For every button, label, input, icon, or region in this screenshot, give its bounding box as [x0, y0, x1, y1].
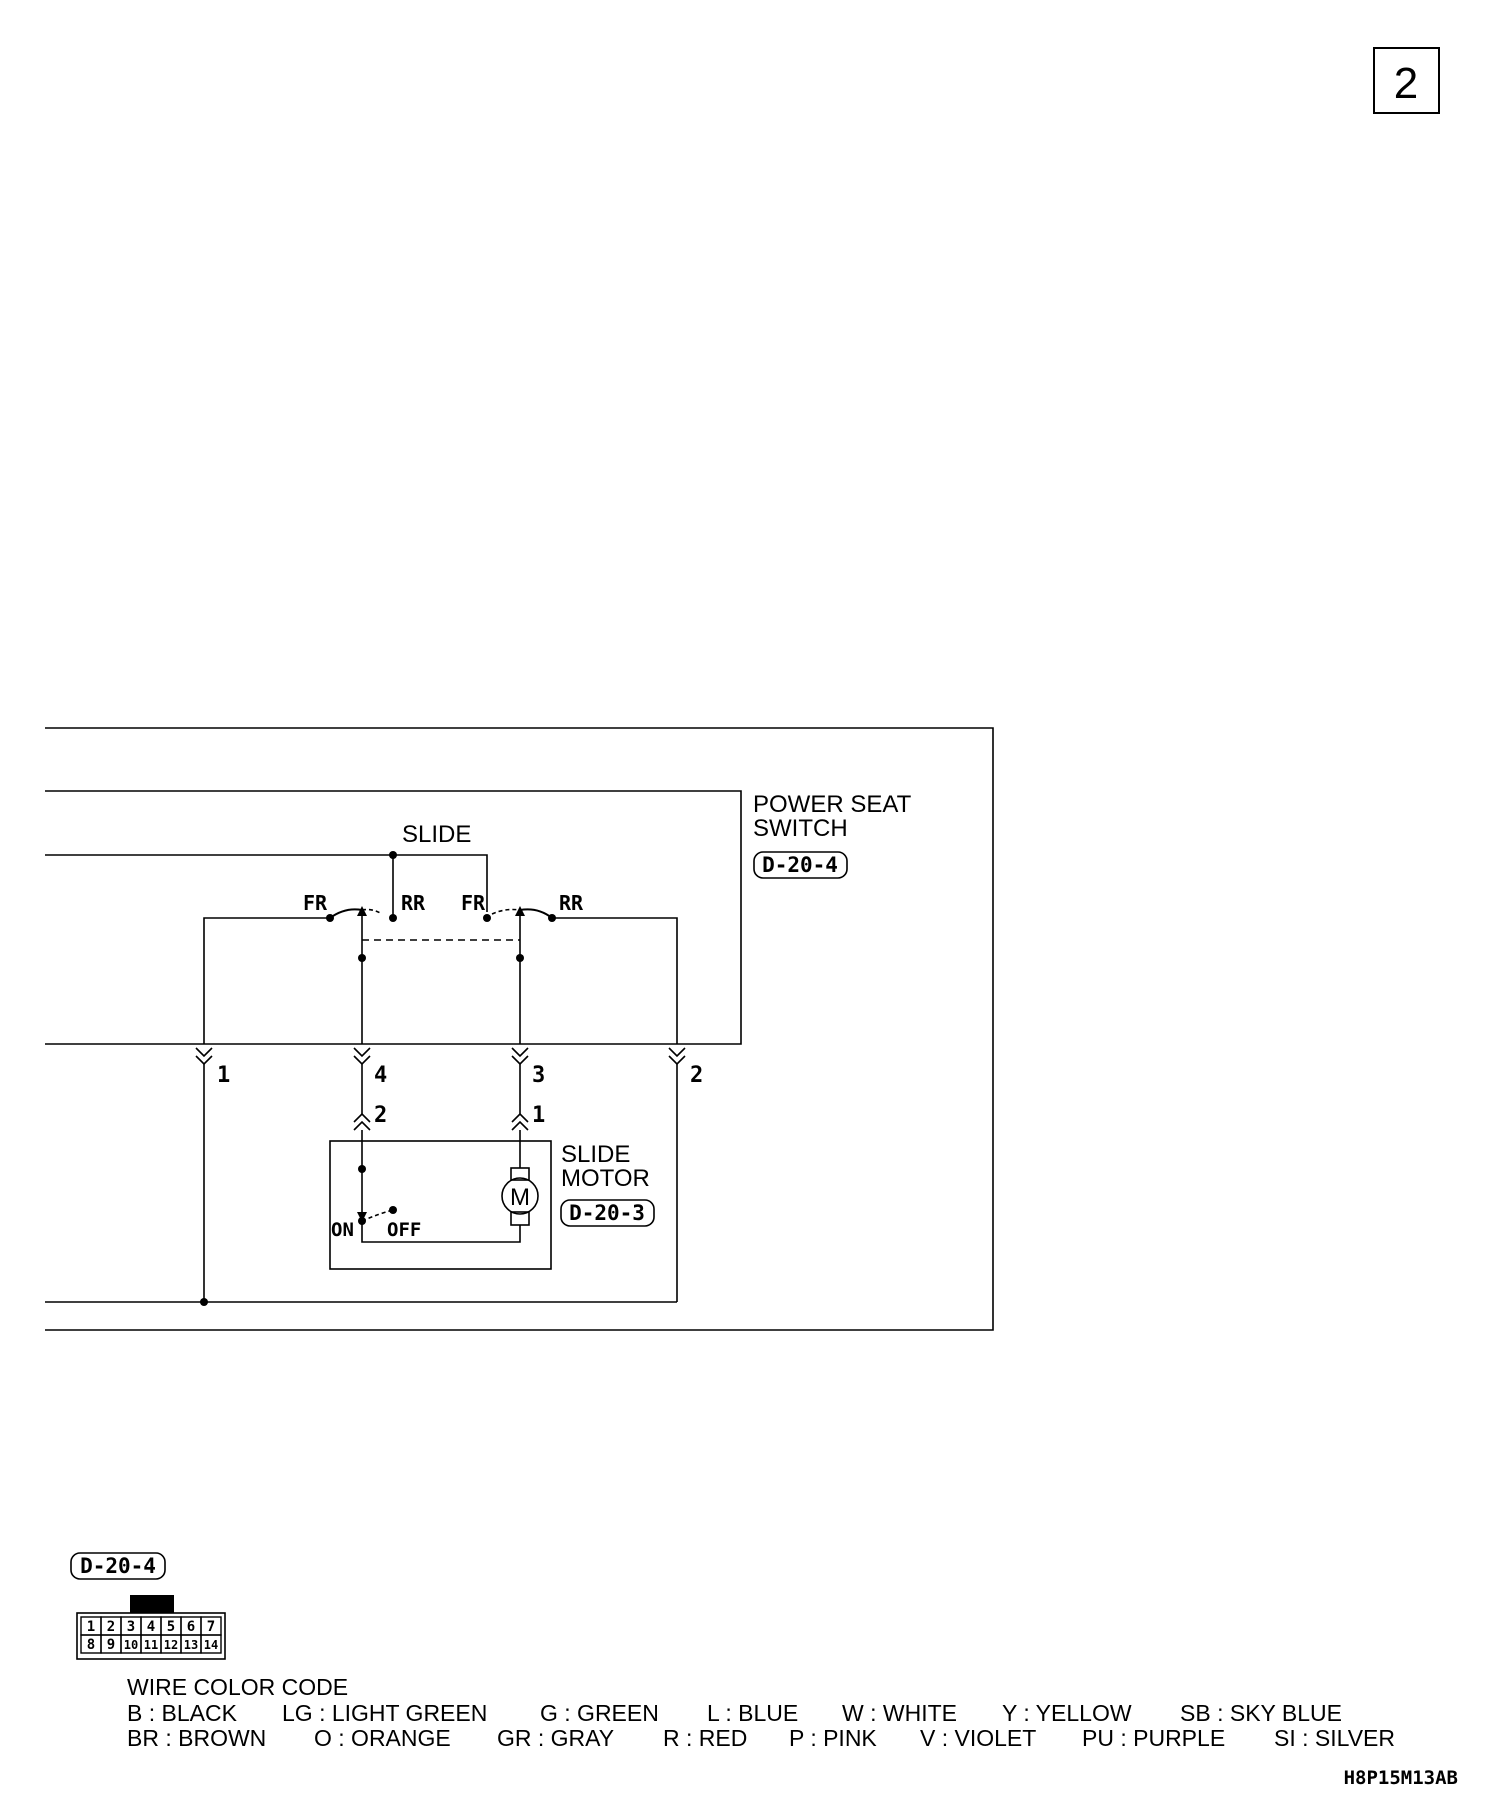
- wire-color-code-title: WIRE COLOR CODE: [127, 1674, 348, 1700]
- wire-color-row1-item2: LG : LIGHT GREEN: [282, 1700, 487, 1726]
- slide-motor-connector: D-20-3: [569, 1201, 645, 1225]
- connector-view-label: D-20-4: [80, 1554, 156, 1578]
- wire-color-row2-item7: PU : PURPLE: [1082, 1725, 1225, 1751]
- slide-motor-title-1: SLIDE: [561, 1141, 630, 1168]
- limit-switch-off-contact: [389, 1206, 397, 1214]
- switch-pin-3: 3: [532, 1063, 545, 1088]
- power-seat-switch-title-1: POWER SEAT: [753, 791, 912, 818]
- switch-pin-2: 2: [690, 1063, 703, 1088]
- page-number: 2: [1394, 59, 1418, 108]
- slide-motor-title-2: MOTOR: [561, 1165, 650, 1192]
- wire-color-row1-item6: Y : YELLOW: [1002, 1700, 1132, 1726]
- wire-color-row2-item8: SI : SILVER: [1274, 1725, 1395, 1751]
- connector-pin-cell: [200, 1634, 222, 1654]
- motor-connector-arrows: [353, 1112, 529, 1131]
- junction-dot: [358, 954, 366, 962]
- connector-pin-number: 13: [184, 1638, 198, 1652]
- connector-pin-number: 2: [107, 1619, 115, 1635]
- wire-color-code-legend: WIRE COLOR CODE B : BLACK LG : LIGHT GRE…: [127, 1674, 1395, 1751]
- power-seat-switch-title-2: SWITCH: [753, 815, 848, 842]
- rr-left-label: RR: [401, 891, 426, 915]
- power-seat-switch-connector-tag: D-20-4: [753, 851, 848, 879]
- wire-color-row2-item3: GR : GRAY: [497, 1725, 614, 1751]
- connector-pin-number: 1: [87, 1619, 95, 1635]
- power-seat-switch-connector: D-20-4: [762, 853, 838, 877]
- switch-pin-4: 4: [374, 1063, 387, 1088]
- connector-pin-number: 12: [164, 1638, 178, 1652]
- power-seat-switch-box: [45, 790, 742, 1045]
- diagram-frame: [45, 727, 994, 1331]
- rr-right-label: RR: [559, 891, 584, 915]
- connector-pin-number: 6: [187, 1619, 195, 1635]
- slide-switch-left: [203, 906, 397, 1044]
- connector-pin-number: 11: [144, 1638, 158, 1652]
- wire-color-row2-item4: R : RED: [663, 1725, 747, 1751]
- wire-color-row2-item1: BR : BROWN: [127, 1725, 266, 1751]
- off-label: OFF: [387, 1219, 421, 1241]
- wire-color-row1-item7: SB : SKY BLUE: [1180, 1700, 1342, 1726]
- connector-pin-number: 9: [107, 1637, 115, 1653]
- connector-pin-number: 4: [147, 1619, 155, 1635]
- switch-pin-1: 1: [217, 1063, 230, 1088]
- wire-color-row2-item5: P : PINK: [789, 1725, 877, 1751]
- motor-return-wire: [361, 1221, 521, 1243]
- wire-color-row2-item6: V : VIOLET: [920, 1725, 1036, 1751]
- slide-power-wire: [45, 854, 488, 912]
- wire-color-row1-item3: G : GREEN: [540, 1700, 659, 1726]
- motor-symbol: M: [510, 1184, 530, 1211]
- motor-icon: M: [501, 1167, 539, 1226]
- junction-dot: [200, 1298, 208, 1306]
- fr-right-label: FR: [461, 891, 486, 915]
- slide-motor-connector-tag: D-20-3: [560, 1199, 655, 1227]
- slide-motor-box: [329, 1140, 552, 1270]
- connector-pin-number: 14: [204, 1638, 218, 1652]
- fr-left-label: FR: [303, 891, 328, 915]
- page-number-box: 2: [1373, 47, 1440, 114]
- wire-color-row2-item2: O : ORANGE: [314, 1725, 451, 1751]
- connector-pin-number: 7: [207, 1619, 215, 1635]
- connector-pin-number: 5: [167, 1619, 175, 1635]
- limit-switch-link: [361, 1209, 394, 1222]
- connector-pin-number: 3: [127, 1619, 135, 1635]
- wire-color-row1-item5: W : WHITE: [842, 1700, 957, 1726]
- switch-connector-arrows: [195, 1047, 686, 1066]
- connector-pin-number: 8: [87, 1637, 95, 1653]
- motor-pin-1: 1: [532, 1103, 545, 1128]
- on-label: ON: [331, 1219, 354, 1241]
- motor-pin-2: 2: [374, 1103, 387, 1128]
- slide-switch-right: [483, 906, 678, 1044]
- junction-dot: [358, 1165, 366, 1173]
- figure-code: H8P15M13AB: [1344, 1767, 1458, 1789]
- wire-color-row1-item1: B : BLACK: [127, 1700, 238, 1726]
- wire-color-row1-item4: L : BLUE: [707, 1700, 798, 1726]
- connector-lock-tab: [130, 1595, 174, 1613]
- junction-dot: [389, 851, 397, 859]
- connector-housing: [76, 1612, 226, 1660]
- connector-pin-number: 10: [124, 1638, 138, 1652]
- slide-label: SLIDE: [402, 821, 471, 848]
- junction-dot: [516, 954, 524, 962]
